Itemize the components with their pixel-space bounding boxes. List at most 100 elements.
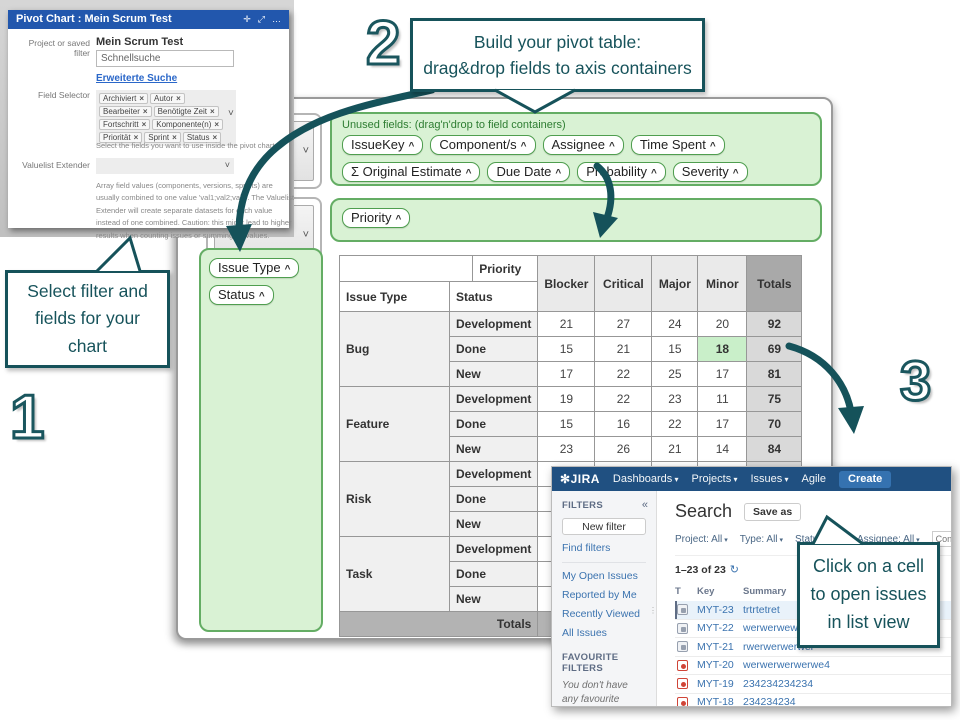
valuelist-extender-dropdown[interactable]: ˅: [96, 158, 234, 174]
field-tag[interactable]: Sprint×: [144, 132, 181, 143]
popout-icon[interactable]: ⤢: [257, 14, 265, 24]
pivot-value-cell[interactable]: 17: [537, 361, 596, 387]
field-pill[interactable]: Component/s^: [430, 135, 536, 155]
remove-tag-icon[interactable]: ×: [212, 133, 218, 142]
filter-dropdown[interactable]: Type: All ▾: [739, 533, 783, 545]
pivot-value-cell[interactable]: 92: [746, 311, 803, 337]
unused-fields-container[interactable]: Unused fields: (drag'n'drop to field con…: [330, 112, 822, 186]
more-options-icon[interactable]: …: [272, 14, 281, 24]
jira-logo[interactable]: ✻JIRA: [560, 472, 600, 486]
nav-item-projects[interactable]: Projects ▾: [691, 473, 738, 485]
pivot-value-cell[interactable]: 75: [746, 386, 803, 412]
pivot-value-cell[interactable]: 84: [746, 436, 803, 462]
pivot-value-cell[interactable]: 15: [537, 336, 596, 362]
pivot-value-cell[interactable]: 19: [537, 386, 596, 412]
sort-caret-icon[interactable]: ^: [258, 291, 265, 302]
pivot-value-cell[interactable]: 22: [651, 411, 699, 437]
pivot-value-cell[interactable]: 81: [746, 361, 803, 387]
pivot-value-cell[interactable]: 21: [537, 311, 596, 337]
new-filter-button[interactable]: New filter: [562, 518, 646, 535]
sort-caret-icon[interactable]: ^: [284, 264, 291, 275]
save-as-button[interactable]: Save as: [744, 502, 802, 521]
pivot-value-cell[interactable]: 11: [697, 386, 748, 412]
move-icon[interactable]: ✛: [243, 14, 251, 24]
remove-tag-icon[interactable]: ×: [133, 133, 139, 142]
advanced-search-link[interactable]: Erweiterte Suche: [96, 73, 178, 84]
quick-search-input[interactable]: [96, 50, 234, 67]
pivot-value-cell[interactable]: 70: [746, 411, 803, 437]
sort-caret-icon[interactable]: ^: [608, 141, 615, 152]
filter-dropdown[interactable]: Project: All ▾: [675, 533, 728, 545]
field-pill[interactable]: Severity^: [672, 162, 748, 182]
field-pill[interactable]: Status^: [209, 285, 274, 305]
sort-caret-icon[interactable]: ^: [395, 214, 402, 225]
nav-item-dashboards[interactable]: Dashboards ▾: [612, 473, 679, 485]
sort-caret-icon[interactable]: ^: [709, 141, 716, 152]
field-pill[interactable]: Σ Original Estimate^: [342, 162, 481, 182]
pivot-value-cell[interactable]: 17: [697, 361, 748, 387]
field-tag[interactable]: Status×: [182, 132, 222, 143]
y-axis-fields-container[interactable]: Issue Type^ Status^: [199, 248, 323, 632]
pivot-value-cell[interactable]: 23: [651, 386, 699, 412]
field-tag[interactable]: Komponente(n)×: [152, 119, 224, 130]
pivot-value-cell[interactable]: 69: [746, 336, 803, 362]
pivot-value-cell[interactable]: 22: [594, 386, 653, 412]
remove-tag-icon[interactable]: ×: [172, 133, 177, 142]
sort-caret-icon[interactable]: ^: [408, 141, 415, 152]
collapse-sidebar-icon[interactable]: «: [641, 499, 648, 511]
pivot-value-cell[interactable]: 27: [594, 311, 653, 337]
remove-tag-icon[interactable]: ×: [214, 120, 220, 129]
sidebar-link[interactable]: All Issues: [562, 627, 607, 639]
sort-caret-icon[interactable]: ^: [520, 141, 527, 152]
field-pill[interactable]: Probability^: [577, 162, 666, 182]
pivot-value-cell[interactable]: 16: [594, 411, 653, 437]
field-tag[interactable]: Autor×: [150, 93, 185, 104]
pivot-value-cell[interactable]: 23: [537, 436, 596, 462]
pivot-highlighted-cell[interactable]: 18: [697, 336, 748, 362]
create-button[interactable]: Create: [839, 470, 892, 488]
pivot-value-cell[interactable]: 24: [651, 311, 699, 337]
field-tag[interactable]: Priorität×: [99, 132, 143, 143]
field-tag[interactable]: Archiviert×: [99, 93, 149, 104]
pivot-value-cell[interactable]: 14: [697, 436, 748, 462]
refresh-icon[interactable]: ↻: [729, 564, 740, 576]
x-axis-fields-container[interactable]: Priority^: [330, 198, 822, 242]
sort-caret-icon[interactable]: ^: [465, 168, 472, 179]
sort-caret-icon[interactable]: ^: [650, 168, 657, 179]
pivot-value-cell[interactable]: 26: [594, 436, 653, 462]
field-pill[interactable]: Priority^: [342, 208, 411, 228]
remove-tag-icon[interactable]: ×: [141, 120, 147, 129]
remove-tag-icon[interactable]: ×: [142, 107, 148, 116]
field-pill[interactable]: Assignee^: [542, 135, 624, 155]
field-pill[interactable]: Due Date^: [487, 162, 571, 182]
pivot-value-cell[interactable]: 15: [651, 336, 699, 362]
sidebar-resize-handle[interactable]: ⋮: [649, 606, 657, 615]
field-pill[interactable]: Time Spent^: [630, 135, 725, 155]
sidebar-link[interactable]: Recently Viewed: [562, 608, 641, 620]
sort-caret-icon[interactable]: ^: [555, 168, 562, 179]
field-tag[interactable]: Fortschritt×: [99, 119, 151, 130]
field-selector-multiselect[interactable]: Archiviert×Autor×Bearbeiter×Benötigte Ze…: [96, 90, 236, 146]
nav-item-agile[interactable]: Agile: [801, 473, 826, 485]
chevron-down-icon[interactable]: ˅: [228, 108, 234, 119]
find-filters-link[interactable]: Find filters: [562, 542, 611, 554]
sort-caret-icon[interactable]: ^: [732, 168, 739, 179]
nav-item-issues[interactable]: Issues ▾: [750, 473, 789, 485]
field-tag[interactable]: Bearbeiter×: [99, 106, 152, 117]
remove-tag-icon[interactable]: ×: [209, 107, 215, 116]
sidebar-link[interactable]: My Open Issues: [562, 570, 638, 582]
pivot-value-cell[interactable]: 22: [594, 361, 653, 387]
pivot-value-cell[interactable]: 20: [697, 311, 748, 337]
pivot-value-cell[interactable]: 15: [537, 411, 596, 437]
remove-tag-icon[interactable]: ×: [176, 94, 181, 103]
sidebar-link[interactable]: Reported by Me: [562, 589, 637, 601]
pivot-value-cell[interactable]: 21: [651, 436, 699, 462]
dialog-title-bar[interactable]: Pivot Chart : Mein Scrum Test ✛ ⤢ …: [8, 10, 289, 29]
filter-dropdown[interactable]: Assignee: All ▾: [856, 533, 920, 545]
field-pill[interactable]: Issue Type^: [209, 258, 300, 278]
pivot-value-cell[interactable]: 17: [697, 411, 748, 437]
